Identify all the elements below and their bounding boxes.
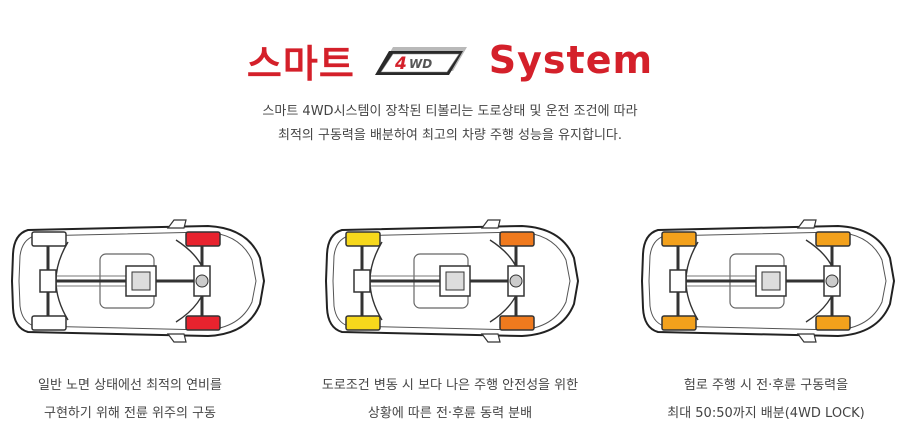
- car-diagram-lock: [638, 218, 898, 344]
- rear-wheel-left: [31, 231, 67, 247]
- description-line-2: 최적의 구동력을 배분하여 최고의 차량 주행 성능을 유지합니다.: [277, 128, 623, 143]
- 4wd-logo: 4 WD: [374, 47, 467, 75]
- front-wheel-left: [815, 231, 851, 247]
- caption-fwd: 일반 노면 상태에선 최적의 연비를 구현하기 위해 전륜 위주의 구동: [0, 372, 280, 428]
- caption-line-2: 구현하기 위해 전륜 위주의 구동: [43, 406, 216, 421]
- car-diagram-fwd: [8, 218, 268, 344]
- svg-text:4: 4: [394, 54, 407, 74]
- caption-lock: 험로 주행 시 전·후륜 구동력을 최대 50:50까지 배분(4WD LOCK…: [616, 372, 900, 428]
- svg-text:WD: WD: [409, 57, 432, 71]
- front-wheel-right: [815, 315, 851, 331]
- rear-wheel-left: [345, 231, 381, 247]
- front-wheel-left: [185, 231, 221, 247]
- car-diagram-auto: [322, 218, 582, 344]
- page-title: 스마트 4 WD System: [0, 30, 900, 90]
- title-right: System: [488, 38, 654, 82]
- caption-auto: 도로조건 변동 시 보다 나은 주행 안전성을 위한 상황에 따른 전·후륜 동…: [300, 372, 600, 428]
- car-top-view-icon: [324, 219, 580, 343]
- rear-wheel-right: [661, 315, 697, 331]
- car-top-view-icon: [640, 219, 896, 343]
- rear-wheel-left: [661, 231, 697, 247]
- rear-wheel-right: [345, 315, 381, 331]
- car-top-view-icon: [10, 219, 266, 343]
- front-wheel-left: [499, 231, 535, 247]
- front-wheel-right: [185, 315, 221, 331]
- caption-line-2: 최대 50:50까지 배분(4WD LOCK): [667, 406, 865, 421]
- title-left: 스마트: [246, 41, 355, 86]
- caption-line-1: 일반 노면 상태에선 최적의 연비를: [38, 378, 222, 393]
- front-wheel-right: [499, 315, 535, 331]
- description: 스마트 4WD시스템이 장착된 티볼리는 도로상태 및 운전 조건에 따라 최적…: [0, 100, 900, 148]
- rear-wheel-right: [31, 315, 67, 331]
- caption-line-2: 상황에 따른 전·후륜 동력 분배: [367, 406, 533, 421]
- description-line-1: 스마트 4WD시스템이 장착된 티볼리는 도로상태 및 운전 조건에 따라: [262, 104, 638, 119]
- caption-line-1: 도로조건 변동 시 보다 나은 주행 안전성을 위한: [321, 378, 579, 393]
- caption-line-1: 험로 주행 시 전·후륜 구동력을: [683, 378, 849, 393]
